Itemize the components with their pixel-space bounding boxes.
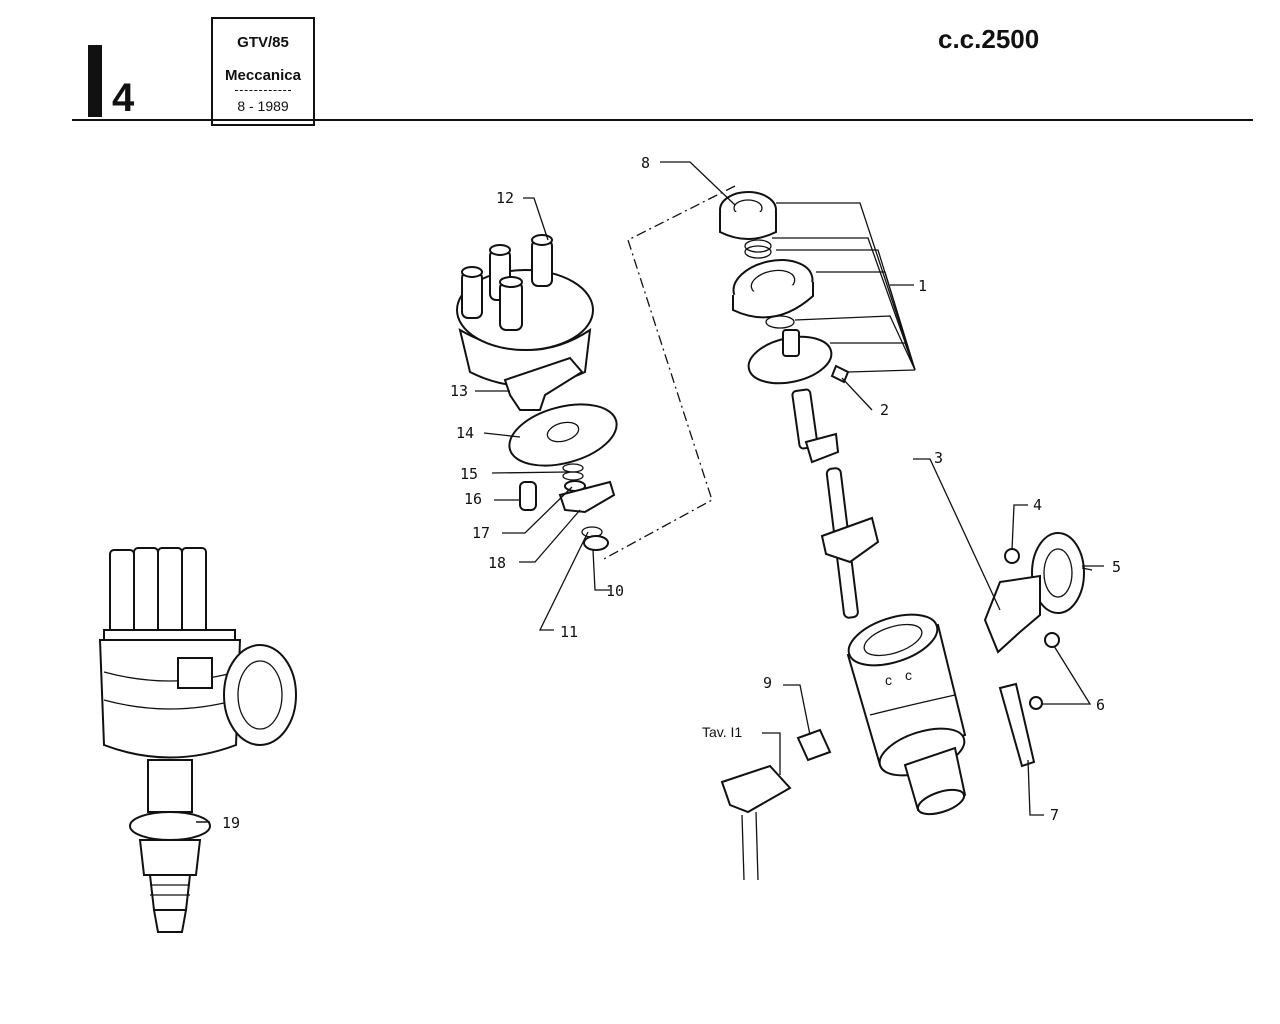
header-rule — [72, 119, 1253, 121]
svg-text:c: c — [905, 667, 912, 683]
distributor-body: c c — [846, 613, 967, 816]
header-info-box: GTV/85 Meccanica 8 - 1989 — [211, 17, 315, 126]
svg-text:c: c — [885, 672, 892, 688]
breaker-plate-stack — [719, 191, 850, 385]
callout-8: 8 — [641, 154, 650, 172]
reference-tav-i1: Tav. I1 — [702, 724, 742, 740]
callout-13: 13 — [450, 382, 468, 400]
callout-11: 11 — [560, 623, 578, 641]
dust-shield — [508, 403, 618, 467]
assembly-line — [601, 185, 736, 561]
callout-2: 2 — [880, 401, 889, 419]
callout-9: 9 — [763, 674, 772, 692]
callout-19: 19 — [222, 814, 240, 832]
model-name: GTV/85 — [237, 34, 289, 51]
callout-4: 4 — [1033, 496, 1042, 514]
vacuum-advance-unit — [983, 532, 1093, 710]
small-parts — [519, 463, 616, 551]
callout-3: 3 — [934, 449, 943, 467]
callout-17: 17 — [472, 524, 490, 542]
callout-16: 16 — [464, 490, 482, 508]
connector-and-lead — [720, 682, 1036, 881]
distributor-shaft — [791, 388, 880, 619]
callout-10: 10 — [606, 582, 624, 600]
engine-displacement: c.c.2500 — [938, 24, 1040, 54]
section-letter-bar — [88, 45, 102, 117]
section-number: 4 — [112, 76, 135, 120]
callout-1: 1 — [918, 277, 927, 295]
assembled-distributor — [98, 547, 297, 933]
model-category: Meccanica — [225, 67, 301, 84]
leader-lines — [196, 161, 1104, 823]
divider — [235, 90, 291, 91]
callout-5: 5 — [1112, 558, 1121, 576]
revision-date: 8 - 1989 — [237, 98, 289, 114]
callout-7: 7 — [1050, 806, 1059, 824]
callout-6: 6 — [1096, 696, 1105, 714]
callout-14: 14 — [456, 424, 474, 442]
rotor — [503, 356, 584, 411]
callout-15: 15 — [460, 465, 478, 483]
callout-18: 18 — [488, 554, 506, 572]
callout-12: 12 — [496, 189, 514, 207]
